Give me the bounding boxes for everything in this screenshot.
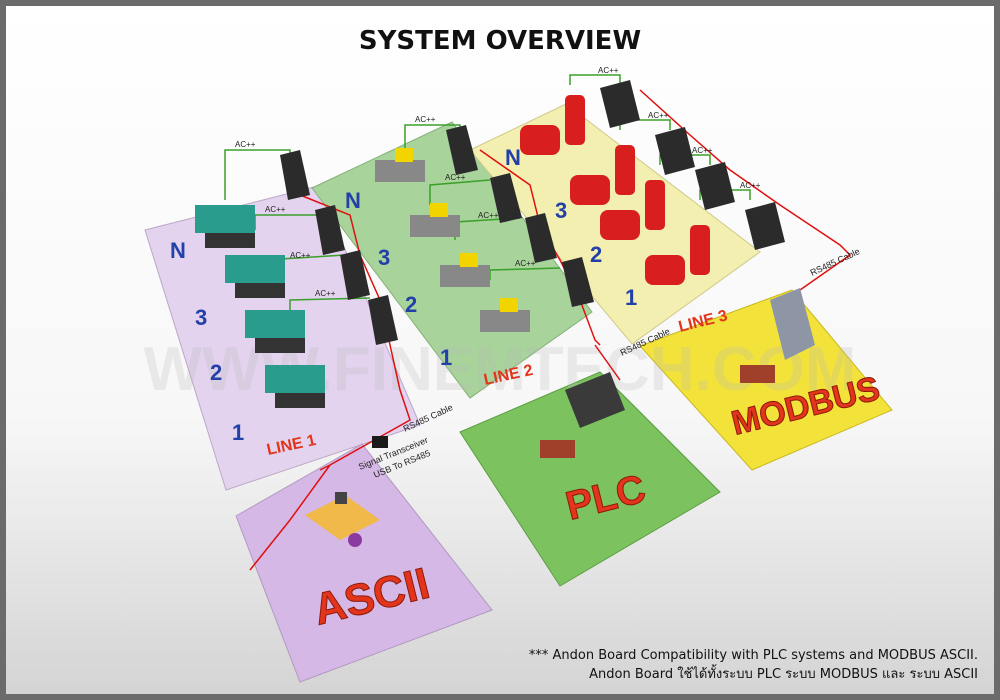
line2-station-2: 2 (405, 292, 417, 317)
line1-machines (195, 205, 325, 408)
ac-label: AC++ (290, 251, 311, 260)
ac-label: AC++ (265, 205, 286, 214)
compatibility-note: *** Andon Board Compatibility with PLC s… (529, 646, 978, 684)
line3-station-3: 3 (555, 198, 567, 223)
line3-station-2: 2 (590, 242, 602, 267)
line2-station-1: 1 (440, 345, 452, 370)
line3-station-1: 1 (625, 285, 637, 310)
line2-andon-boards (446, 125, 594, 307)
ac-label: AC++ (692, 146, 713, 155)
modbus-server-rack (740, 288, 815, 383)
signal-transceiver (372, 436, 388, 448)
ac-label: AC++ (478, 211, 499, 220)
line2-station-n: N (345, 188, 361, 213)
line1-station-n: N (170, 238, 186, 263)
line1-station-1: 1 (232, 420, 244, 445)
ac-label: AC++ (598, 66, 619, 75)
ac-label: AC++ (740, 181, 761, 190)
rs485-cables (249, 89, 852, 571)
plc-platform (459, 371, 721, 587)
line3-station-n: N (505, 145, 521, 170)
line3-machines (520, 95, 710, 285)
ascii-workstation (305, 492, 380, 547)
line1-station-2: 2 (210, 360, 222, 385)
ac-label: AC++ (315, 289, 336, 298)
ac-label: AC++ (648, 111, 669, 120)
note-english: *** Andon Board Compatibility with PLC s… (528, 648, 978, 663)
rs485-label-modbus: RS485 Cable (809, 246, 862, 278)
line3-andon-boards (600, 80, 785, 250)
ac-label: AC++ (445, 173, 466, 182)
plc-cabinet (540, 372, 625, 458)
line1-andon-boards (280, 150, 398, 345)
line2-station-3: 3 (378, 245, 390, 270)
page-title: SYSTEM OVERVIEW (358, 26, 642, 56)
line2-machines (375, 148, 530, 332)
ac-label: AC++ (415, 115, 436, 124)
note-thai: Andon Board ใช้ได้ทั้งระบบ PLC ระบบ MODB… (589, 667, 978, 682)
line1-station-3: 3 (195, 305, 207, 330)
ac-label: AC++ (515, 259, 536, 268)
ac-label: AC++ (235, 140, 256, 149)
ascii-platform (235, 443, 493, 683)
